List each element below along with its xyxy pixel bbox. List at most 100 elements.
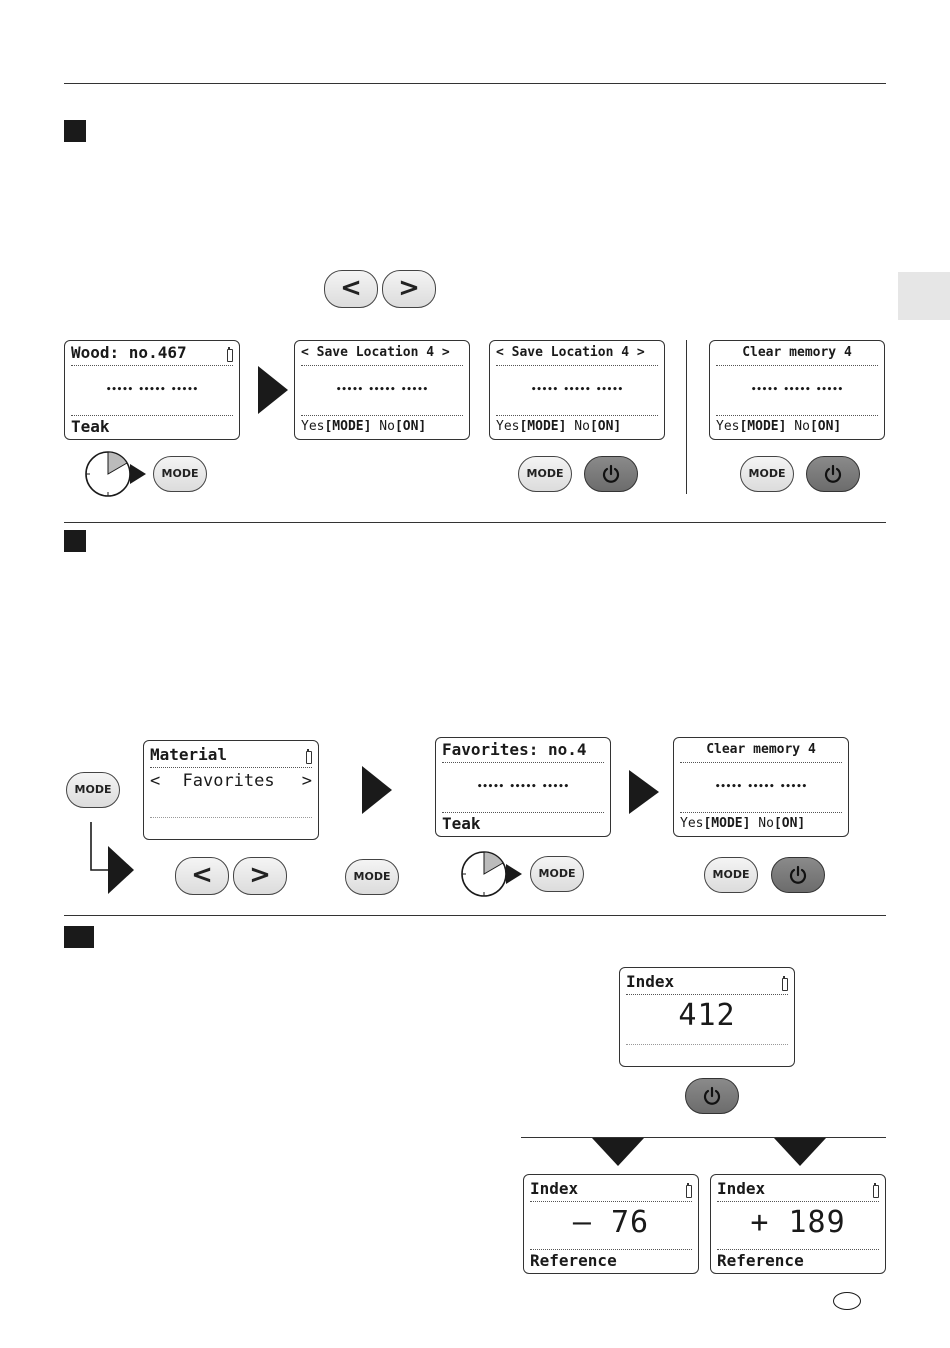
battery-icon: [306, 749, 312, 764]
separator: [680, 812, 842, 813]
mode-button[interactable]: MODE: [66, 772, 120, 808]
screen-header: < Save Location 4 >: [496, 345, 645, 360]
separator: [442, 762, 604, 763]
separator: [717, 1201, 879, 1202]
branch-rule: [521, 1137, 886, 1138]
screen-index-plus: Index + 189 Reference: [710, 1174, 886, 1274]
mode-button[interactable]: MODE: [345, 859, 399, 895]
separator: [680, 762, 842, 763]
next-button[interactable]: >: [233, 857, 287, 895]
screen-footer: Reference: [717, 1251, 804, 1270]
section-rule: [64, 915, 886, 916]
arrow-right-icon: [362, 766, 392, 814]
language-badge-icon: [833, 1292, 861, 1310]
separator: [716, 365, 878, 366]
power-button[interactable]: [771, 857, 825, 893]
screen-header: Index: [717, 1179, 766, 1198]
screen-footer: Yes[MODE] No[ON]: [680, 816, 806, 831]
power-icon: [602, 464, 620, 483]
prev-button[interactable]: <: [324, 270, 378, 308]
power-icon: [703, 1086, 721, 1105]
screen-header: Clear memory 4: [742, 345, 852, 360]
timer-icon: [461, 851, 522, 897]
selector-row: < Favorites >: [150, 771, 312, 791]
separator: [71, 415, 233, 416]
screen-header: Wood: no.467: [71, 343, 187, 362]
battery-icon: [227, 347, 233, 362]
side-tab: [898, 272, 950, 320]
separator: [496, 365, 658, 366]
screen-header: Index: [530, 1179, 579, 1198]
power-icon: [789, 865, 807, 884]
separator: [150, 767, 312, 768]
section-1-marker: [64, 120, 86, 142]
arrow-down-right-icon: [90, 822, 134, 894]
screen-footer: Yes[MODE] No[ON]: [301, 419, 427, 434]
screen-footer: Yes[MODE] No[ON]: [496, 419, 622, 434]
screen-clear-memory: Clear memory 4 ••••• ••••• ••••• Yes[MOD…: [673, 737, 849, 837]
index-value: + 189: [750, 1205, 846, 1240]
mode-button[interactable]: MODE: [740, 456, 794, 492]
arrow-down-icon: [592, 1138, 644, 1166]
power-button[interactable]: [584, 456, 638, 492]
index-value: 412: [678, 998, 736, 1033]
separator: [301, 415, 463, 416]
mode-button[interactable]: MODE: [530, 856, 584, 892]
screen-save-location-b: < Save Location 4 > ••••• ••••• ••••• Ye…: [489, 340, 665, 440]
arrow-down-icon: [774, 1138, 826, 1166]
power-icon: [824, 464, 842, 483]
next-button[interactable]: >: [382, 270, 436, 308]
screen-footer: Teak: [71, 417, 110, 436]
index-value: – 76: [572, 1205, 650, 1240]
screen-header: Index: [626, 972, 675, 991]
screen-header: Clear memory 4: [706, 742, 816, 757]
separator: [530, 1249, 692, 1250]
placeholder-dots: ••••• ••••• •••••: [476, 782, 570, 792]
separator: [496, 415, 658, 416]
screen-save-location-a: < Save Location 4 > ••••• ••••• ••••• Ye…: [294, 340, 470, 440]
screen-footer: Reference: [530, 1251, 617, 1270]
screen-footer: Teak: [442, 814, 481, 833]
mode-button[interactable]: MODE: [153, 456, 207, 492]
timer-icon: [85, 451, 146, 497]
battery-icon: [873, 1183, 879, 1198]
prev-button[interactable]: <: [175, 857, 229, 895]
mode-button[interactable]: MODE: [704, 857, 758, 893]
screen-index: Index 412: [619, 967, 795, 1067]
screen-material: Material < Favorites >: [143, 740, 319, 840]
section-2-marker: [64, 530, 86, 552]
placeholder-dots: ••••• ••••• •••••: [105, 385, 199, 395]
separator: [717, 1249, 879, 1250]
battery-icon: [686, 1183, 692, 1198]
mode-button[interactable]: MODE: [518, 456, 572, 492]
arrow-right-icon: [258, 366, 288, 414]
vertical-divider: [686, 340, 687, 494]
placeholder-dots: ••••• ••••• •••••: [335, 385, 429, 395]
separator: [716, 415, 878, 416]
screen-header: < Save Location 4 >: [301, 345, 450, 360]
top-rule: [64, 83, 886, 84]
screen-index-minus: Index – 76 Reference: [523, 1174, 699, 1274]
arrow-right-icon: [629, 770, 659, 814]
separator: [301, 365, 463, 366]
screen-favorites: Favorites: no.4 ••••• ••••• ••••• Teak: [435, 737, 611, 837]
section-rule: [64, 522, 886, 523]
separator: [150, 817, 312, 818]
separator: [626, 994, 788, 995]
screen-header: Material: [150, 745, 228, 764]
placeholder-dots: ••••• ••••• •••••: [714, 782, 808, 792]
separator: [442, 812, 604, 813]
screen-wood: Wood: no.467 ••••• ••••• ••••• Teak: [64, 340, 240, 440]
power-button[interactable]: [806, 456, 860, 492]
separator: [71, 365, 233, 366]
section-3-marker: [64, 926, 94, 948]
screen-header: Favorites: no.4: [442, 740, 587, 759]
separator: [530, 1201, 692, 1202]
battery-icon: [782, 976, 788, 991]
power-button[interactable]: [685, 1078, 739, 1114]
placeholder-dots: ••••• ••••• •••••: [750, 385, 844, 395]
placeholder-dots: ••••• ••••• •••••: [530, 385, 624, 395]
screen-clear-memory: Clear memory 4 ••••• ••••• ••••• Yes[MOD…: [709, 340, 885, 440]
screen-footer: Yes[MODE] No[ON]: [716, 419, 842, 434]
separator: [626, 1044, 788, 1045]
